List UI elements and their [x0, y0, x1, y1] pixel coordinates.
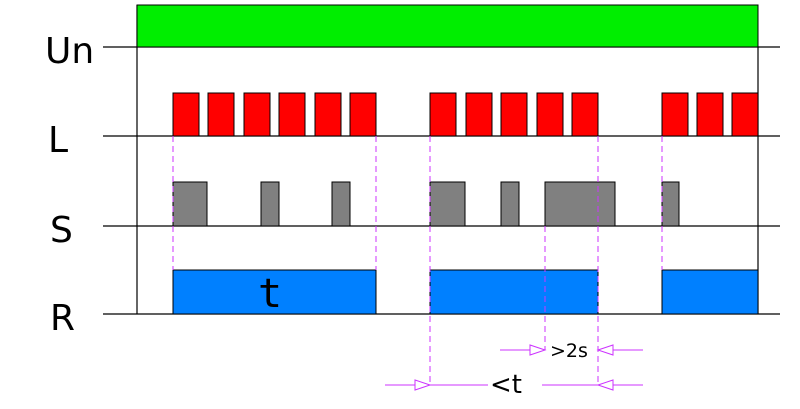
r-pulse-label: t — [258, 271, 282, 317]
s-pulse — [331, 181, 351, 227]
l-pulse — [349, 92, 377, 137]
s-pulse — [500, 181, 520, 227]
s-pulse — [544, 181, 616, 227]
l-pulse — [465, 92, 493, 137]
period-label: <t — [490, 370, 522, 400]
min-gap-dimension — [500, 344, 643, 356]
l-pulses — [172, 92, 759, 137]
min-gap-right-arrow — [596, 344, 614, 356]
r-pulse — [661, 269, 759, 315]
s-pulse — [172, 181, 208, 227]
row-label-s: S — [50, 210, 73, 251]
l-pulse — [661, 92, 689, 137]
l-pulse — [696, 92, 724, 137]
s-pulse — [429, 181, 466, 227]
period-dimension — [385, 379, 643, 391]
l-pulse — [243, 92, 271, 137]
l-pulse — [536, 92, 564, 137]
l-pulse — [278, 92, 306, 137]
guide-lines — [172, 136, 663, 385]
period-left-arrow — [414, 379, 432, 391]
l-pulse — [314, 92, 342, 137]
s-pulses — [172, 181, 680, 227]
s-pulse — [260, 181, 280, 227]
l-pulse — [429, 92, 457, 137]
period-right-arrow — [596, 379, 614, 391]
r-pulse — [172, 269, 377, 315]
min-gap-label: >2s — [550, 340, 588, 362]
row-label-un: Un — [45, 31, 94, 72]
row-label-l: L — [48, 120, 68, 161]
l-pulse — [571, 92, 599, 137]
l-pulse — [500, 92, 528, 137]
l-pulse — [207, 92, 235, 137]
l-pulse — [731, 92, 759, 137]
min-gap-left-arrow — [529, 344, 547, 356]
l-pulse — [172, 92, 200, 137]
baselines — [103, 5, 780, 315]
r-pulse — [429, 269, 599, 315]
un-supply-bar — [136, 4, 759, 48]
s-pulse — [661, 181, 680, 227]
row-label-r: R — [50, 298, 75, 339]
